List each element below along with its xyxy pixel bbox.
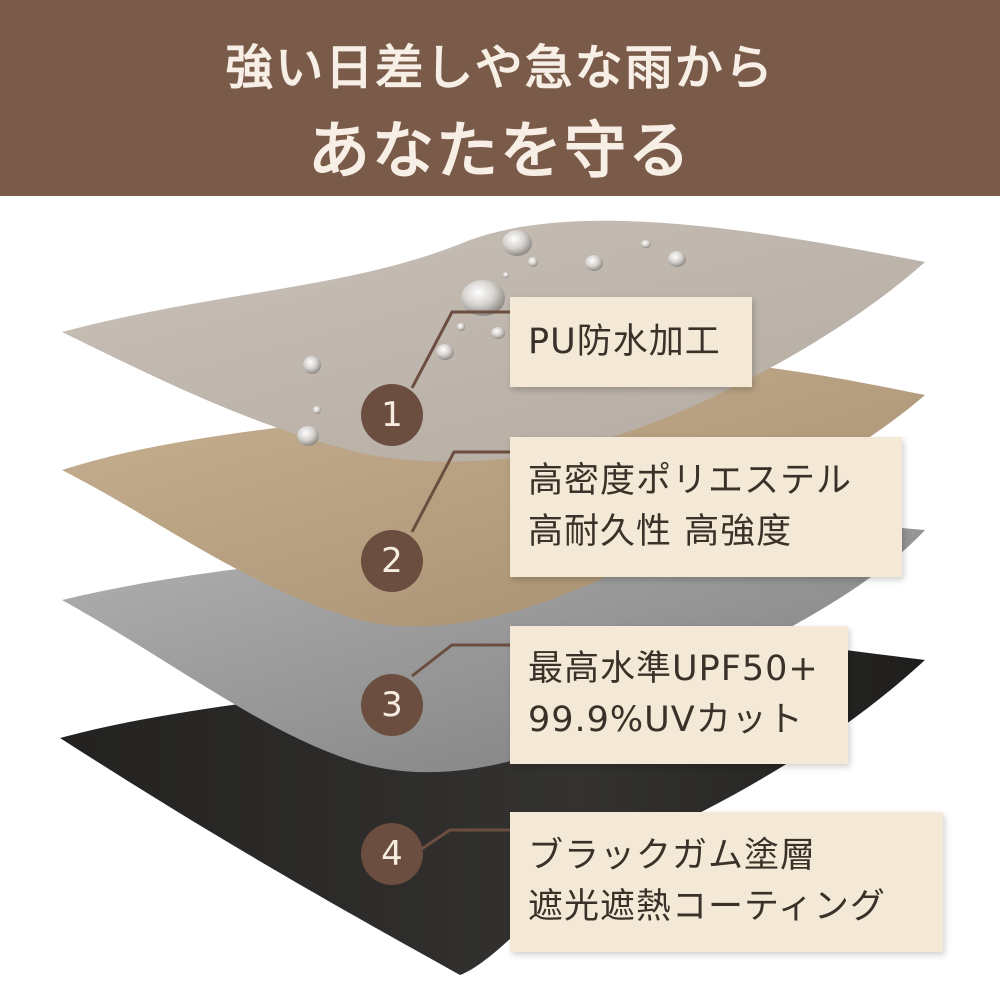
headline-line-1: 強い日差しや急な雨から bbox=[225, 40, 775, 96]
layer-label-3: 最高水準UPF50+ 99.9%UVカット bbox=[510, 626, 848, 764]
layer-label-4: ブラックガム塗層 遮光遮熱コーティング bbox=[510, 812, 943, 952]
layer-4-line-2: 遮光遮熱コーティング bbox=[528, 887, 886, 927]
layer-3-line-2: 99.9%UVカット bbox=[528, 700, 804, 740]
fabric-layer-2 bbox=[62, 360, 925, 627]
leader-line-1 bbox=[410, 310, 510, 389]
fabric-layer-1 bbox=[62, 220, 925, 462]
layer-number-4: 4 bbox=[361, 823, 423, 885]
leader-line-3 bbox=[411, 643, 510, 678]
headline-line-2: あなたを守る bbox=[307, 114, 692, 187]
layer-number-1: 1 bbox=[361, 384, 423, 446]
header-banner: 強い日差しや急な雨から あなたを守る bbox=[0, 0, 1000, 196]
leader-line-2 bbox=[410, 450, 510, 533]
layer-label-2: 高密度ポリエステル 高耐久性 高強度 bbox=[510, 437, 902, 577]
layer-2-line-1: 高密度ポリエステル bbox=[528, 461, 853, 502]
leader-line-4 bbox=[419, 828, 510, 852]
layer-4-line-1: ブラックガム塗層 bbox=[528, 836, 817, 877]
layer-1-line-1: PU防水加工 bbox=[528, 321, 721, 362]
layer-2-line-2: 高耐久性 高強度 bbox=[528, 512, 793, 552]
water-droplets bbox=[297, 230, 686, 446]
layer-number-3: 3 bbox=[361, 674, 423, 736]
layer-label-1: PU防水加工 bbox=[510, 297, 752, 387]
layer-3-line-1: 最高水準UPF50+ bbox=[528, 649, 819, 690]
layer-number-2: 2 bbox=[361, 530, 423, 592]
